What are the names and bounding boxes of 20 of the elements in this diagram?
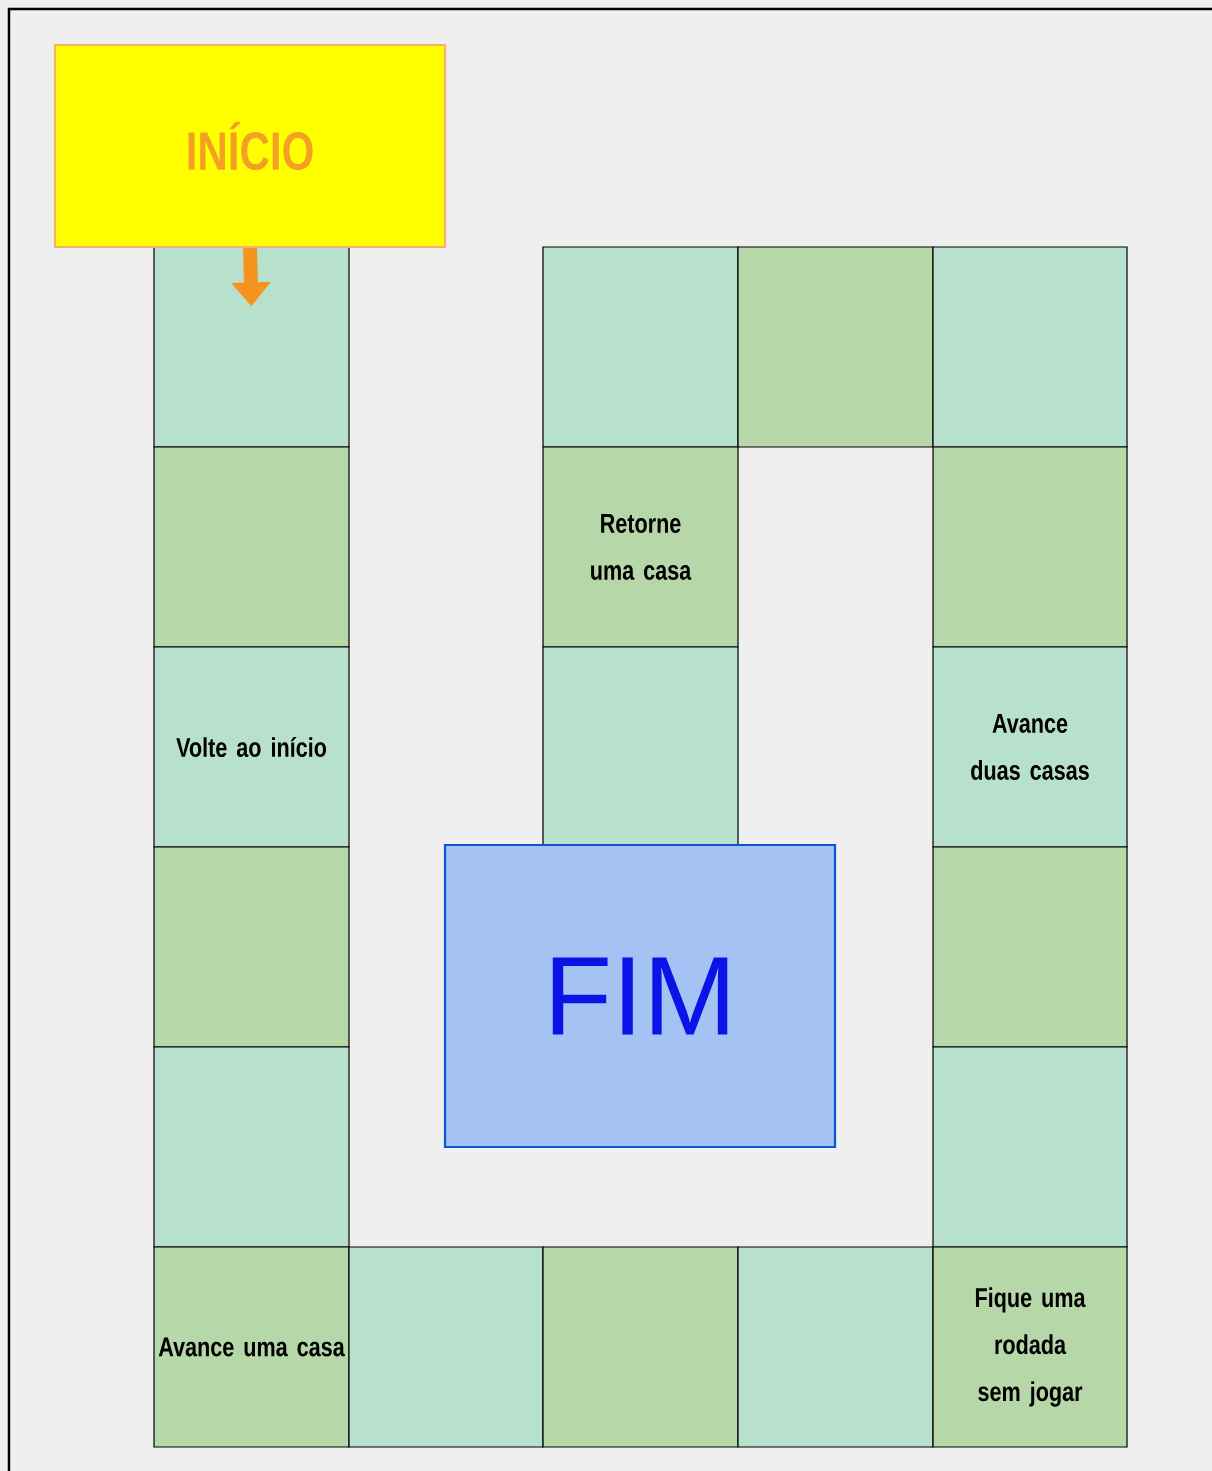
board-square: Volte ao início [153, 646, 350, 848]
board-square: Retorne uma casa [542, 446, 739, 648]
board-square [153, 846, 350, 1048]
board-square [932, 246, 1128, 448]
board-square [153, 246, 350, 448]
board-square [737, 1246, 934, 1448]
board-square: Avance duas casas [932, 646, 1128, 848]
board-square [153, 446, 350, 648]
board-square [542, 246, 739, 448]
board-square: Fique uma rodada sem jogar [932, 1246, 1128, 1448]
board-square [932, 1046, 1128, 1248]
board-square [348, 1246, 544, 1448]
finish-box: FIM [443, 843, 837, 1149]
start-box: INÍCIO [53, 43, 447, 249]
board-square: Avance uma casa [153, 1246, 350, 1448]
board-square [542, 1246, 739, 1448]
board-square [932, 446, 1128, 648]
board-square [153, 1046, 350, 1248]
board-square [932, 846, 1128, 1048]
board-square [737, 246, 934, 448]
